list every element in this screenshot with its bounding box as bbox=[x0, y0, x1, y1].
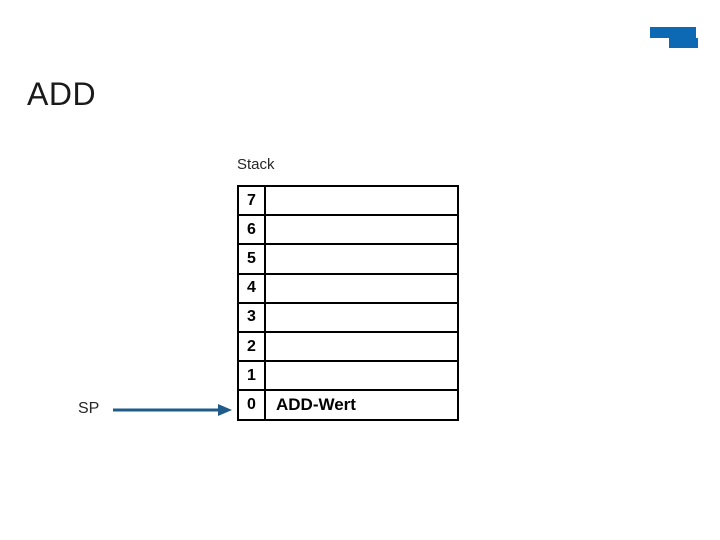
stack-row-value bbox=[266, 216, 457, 243]
stack-row-index: 7 bbox=[239, 187, 266, 215]
stack-row-index: 3 bbox=[239, 303, 266, 331]
stack-row-index: 4 bbox=[239, 274, 266, 302]
logo-bottom-block bbox=[669, 38, 698, 48]
stack-row: 6 bbox=[239, 216, 457, 246]
stack-heading: Stack bbox=[237, 156, 275, 173]
stack-row: 3 bbox=[239, 303, 457, 333]
arrow-head bbox=[218, 404, 232, 416]
stack-row: 0 ADD-Wert bbox=[239, 391, 457, 419]
stack-table: 7 6 5 4 3 2 1 0 ADD-Wert bbox=[237, 185, 459, 421]
stack-row-index: 0 bbox=[239, 391, 266, 419]
stack-row: 1 bbox=[239, 362, 457, 392]
stack-row-value bbox=[266, 275, 457, 302]
stack-row: 7 bbox=[239, 187, 457, 217]
stack-row: 5 bbox=[239, 245, 457, 275]
slide-title: ADD bbox=[27, 76, 97, 112]
stack-row-index: 5 bbox=[239, 245, 266, 273]
stack-row-value bbox=[266, 245, 457, 272]
stack-row-value bbox=[266, 187, 457, 214]
stack-row-value bbox=[266, 304, 457, 331]
stack-pointer-arrow-icon bbox=[113, 404, 232, 416]
stack-row: 4 bbox=[239, 274, 457, 304]
stack-row-value: ADD-Wert bbox=[276, 394, 356, 414]
stack-row-value bbox=[266, 333, 457, 360]
stack-row-index: 1 bbox=[239, 362, 266, 390]
stack-row-index: 2 bbox=[239, 332, 266, 361]
stack-row-index: 6 bbox=[239, 216, 266, 244]
logo-top-bar bbox=[650, 27, 696, 38]
stack-row: 2 bbox=[239, 332, 457, 363]
stack-row-value bbox=[266, 362, 457, 389]
stack-pointer-label: SP bbox=[78, 400, 100, 417]
